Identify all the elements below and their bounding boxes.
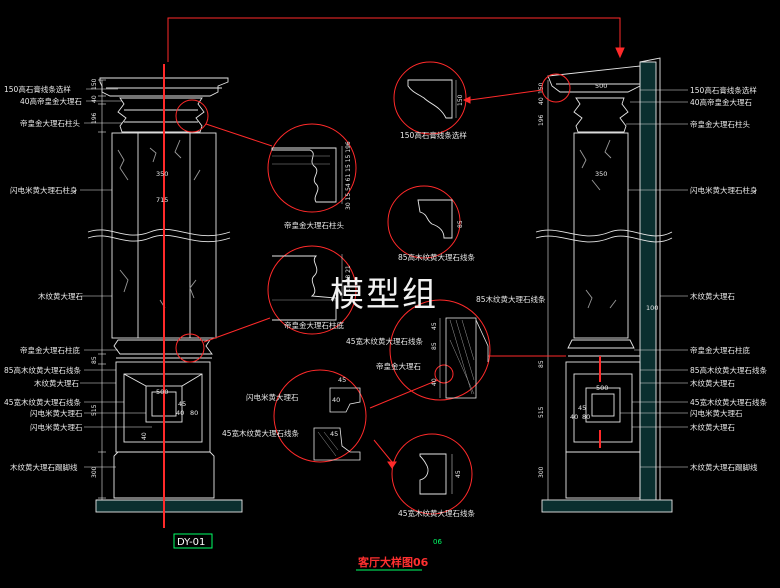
right-label-9: 闪电米黄大理石 (690, 408, 743, 418)
right-label-leaders (620, 89, 688, 468)
top-leader-line (167, 17, 625, 62)
right-label-6: 85高木纹黄大理石线条 (690, 365, 768, 375)
left-label-6: 85高木纹黄大理石线条 (4, 365, 82, 375)
dim-right-500: 500 (596, 384, 608, 392)
detail-2-label: 帝皇金大理石柱头 (284, 220, 344, 230)
detail-5-dim-b: 85 (431, 342, 438, 350)
right-label-2: 帝皇金大理石柱头 (690, 119, 750, 129)
right-label-7: 木纹黄大理石 (690, 378, 735, 388)
detail-5-dim-c: 40 (431, 378, 438, 386)
dim-right-80: 80 (582, 413, 590, 421)
right-label-3: 闪电米黄大理石柱身 (690, 185, 758, 195)
detail-3-dim: 85 (457, 220, 464, 228)
left-label-3: 闪电米黄大理石柱身 (10, 185, 78, 195)
right-column-section (535, 57, 673, 513)
dim-left-150: 150 (91, 78, 98, 90)
detail-6-label-b: 45宽木纹黄大理石线条 (222, 428, 300, 438)
detail-3-moulding-85: 85 85高木纹黄大理石线条 (387, 185, 476, 262)
dim-right-150: 150 (538, 82, 545, 94)
dim-right-45: 45 (578, 404, 586, 412)
dim-left-515: 515 (91, 404, 98, 416)
dim-right-515: 515 (538, 406, 545, 418)
right-label-1: 40高帝皇金大理石 (690, 97, 753, 107)
left-label-10: 闪电米黄大理石 (30, 422, 83, 432)
detail-1-dim: 150 (457, 94, 464, 106)
title-number: 06 (433, 538, 442, 546)
detail-1-label: 150高石膏线条选样 (400, 130, 467, 140)
detail-4-label: 帝皇金大理石柱底 (284, 320, 344, 330)
detail-7-label: 45宽木纹黄大理石线条 (398, 508, 476, 518)
dim-left-40b: 40 (176, 409, 184, 417)
detail-2-dims: 30 15 54 61 15 15 196 (345, 141, 352, 210)
dim-right-40: 40 (570, 413, 578, 421)
detail-5-label-top: 85木纹黄大理石线条 (476, 294, 546, 304)
detail-7-moulding-45: 45 45宽木纹黄大理石线条 (391, 433, 476, 518)
title-text: 客厅大样图06 (357, 555, 429, 569)
right-label-11: 木纹黄大理石踢脚线 (690, 462, 758, 472)
drawing-tag-text: DY-01 (177, 537, 205, 548)
right-label-5: 帝皇金大理石柱底 (690, 345, 750, 355)
detail-5-section: 45 85 40 85木纹黄大理石线条 45宽木纹黄大理石线条 帝皇金大理石 (346, 294, 546, 401)
detail-2-capital: 30 15 54 61 15 15 196 帝皇金大理石柱头 (267, 123, 357, 230)
dim-left-500: 500 (156, 388, 168, 396)
left-column-elevation (87, 64, 243, 528)
dim-right-300: 300 (538, 466, 545, 478)
left-label-leaders (80, 88, 152, 468)
dim-right-100: 100 (646, 304, 658, 312)
dim-left-300: 300 (91, 466, 98, 478)
dim-left-40: 40 (91, 95, 98, 103)
left-label-7: 木纹黄大理石 (34, 378, 79, 388)
right-label-0: 150高石膏线条选样 (690, 85, 757, 95)
dim-right-500-top: 500 (595, 82, 607, 90)
dim-left-40c: 40 (141, 432, 148, 440)
left-label-0: 150高石膏线条选样 (4, 84, 71, 94)
detail-1-gypsum-moulding: 150 150高石膏线条选样 (393, 61, 467, 140)
left-label-8: 45宽木纹黄大理石线条 (4, 397, 82, 407)
dim-left-85: 85 (91, 356, 98, 364)
right-label-8: 45宽木纹黄大理石线条 (690, 397, 768, 407)
dim-left-715: 715 (156, 196, 168, 204)
dim-left-350: 350 (156, 170, 168, 178)
drawing-title: 06 客厅大样图06 (356, 538, 442, 571)
dim-left-196: 196 (91, 112, 98, 124)
detail-3-label: 85高木纹黄大理石线条 (398, 252, 476, 262)
detail-4-base: 15 38 21 帝皇金大理石柱底 (267, 245, 357, 335)
left-label-11: 木纹黄大理石踢脚线 (10, 462, 78, 472)
detail-5-label-a: 45宽木纹黄大理石线条 (346, 336, 424, 346)
detail-6-dim-c: 45 (330, 430, 338, 438)
detail-7-dim: 45 (455, 470, 462, 478)
detail-6-label-a: 闪电米黄大理石 (246, 392, 299, 402)
detail-6-panel-moulding: 45 40 45 闪电米黄大理石 45宽木纹黄大理石线条 (222, 369, 367, 463)
watermark-text: 模型组 (330, 275, 438, 315)
dim-right-85: 85 (538, 360, 545, 368)
detail-6-dim-b: 40 (332, 396, 340, 404)
detail-5-label-b: 帝皇金大理石 (376, 361, 421, 371)
dim-right-196: 196 (538, 114, 545, 126)
left-label-list: 150高石膏线条选样 40高帝皇金大理石 帝皇金大理石柱头 闪电米黄大理石柱身 … (4, 84, 83, 472)
callout-rings (175, 73, 571, 469)
dim-right-40b: 40 (538, 97, 545, 105)
detail-6-dim-a: 45 (338, 376, 346, 384)
left-label-4: 木纹黄大理石 (38, 291, 83, 301)
left-label-9: 闪电米黄大理石 (30, 408, 83, 418)
drawing-tag: DY-01 (173, 533, 213, 549)
dim-left-80: 80 (190, 409, 198, 417)
right-label-10: 木纹黄大理石 (690, 422, 735, 432)
left-label-1: 40高帝皇金大理石 (20, 96, 83, 106)
dim-left-45: 45 (178, 400, 186, 408)
dim-right-350: 350 (595, 170, 607, 178)
detail-4-dims: 15 38 21 (345, 265, 352, 292)
detail-5-dim-a: 45 (431, 322, 438, 330)
right-label-4: 木纹黄大理石 (690, 291, 735, 301)
right-label-list: 150高石膏线条选样 40高帝皇金大理石 帝皇金大理石柱头 闪电米黄大理石柱身 … (690, 85, 768, 472)
left-dimension-chain (98, 79, 106, 500)
left-label-2: 帝皇金大理石柱头 (20, 118, 80, 128)
left-label-5: 帝皇金大理石柱底 (20, 345, 80, 355)
